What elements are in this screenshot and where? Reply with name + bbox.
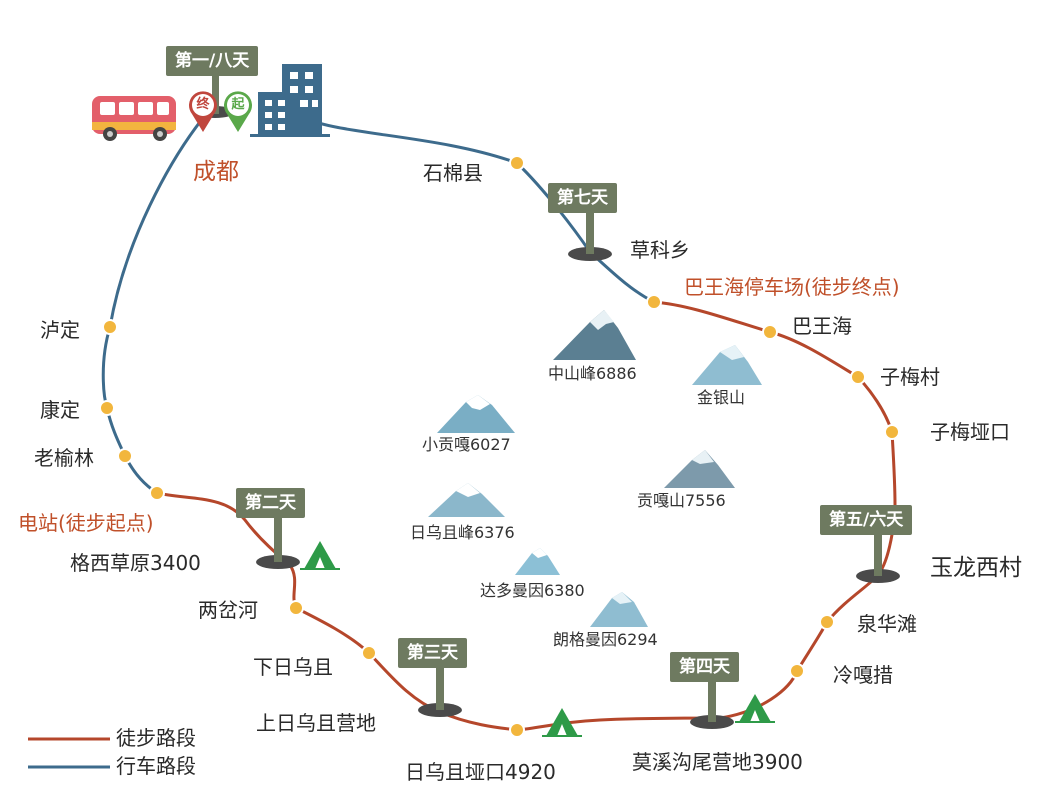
signpost-poles [195, 72, 900, 729]
start-pin-label: 起 [231, 97, 245, 112]
end-pin-label: 终 [196, 97, 210, 112]
peak-label-zhongshan: 中山峰6886 [548, 364, 637, 383]
mountain-icon-riwuqie-peak [428, 483, 505, 517]
stop-dot-laoyulin [117, 448, 133, 464]
peak-label-riwuqie-peak: 日乌且峰6376 [410, 523, 515, 542]
stop-dot-bawanghai [762, 324, 778, 340]
place-label-luding: 泸定 [40, 318, 80, 342]
stop-dot-power-station [149, 485, 165, 501]
place-label-bawanghai-parking: 巴王海停车场(徒步终点) [684, 275, 900, 299]
place-label-liangcha: 两岔河 [198, 598, 258, 622]
place-label-moxigou: 莫溪沟尾营地3900 [632, 750, 803, 774]
mountain-icon-zhongshan [553, 310, 636, 360]
mountain-icon-gongga [664, 450, 735, 488]
place-label-upper-riwuqie: 上日乌且营地 [256, 711, 376, 735]
peak-label-xiaogongga: 小贡嘎6027 [422, 435, 511, 454]
stop-dot-quanhuatan [819, 614, 835, 630]
stop-dot-bawanghai-parking [646, 294, 662, 310]
stop-dot-lower-riwuqie [361, 645, 377, 661]
city-buildings-icon [250, 64, 330, 137]
driving-route [101, 116, 655, 495]
place-label-shimian: 石棉县 [423, 161, 483, 185]
peak-label-daduomanyin: 达多曼因6380 [480, 581, 585, 600]
place-label-lower-riwuqie: 下日乌且 [253, 655, 333, 679]
day-sign-day4: 第四天 [670, 652, 739, 682]
stop-dot-liangcha [288, 600, 304, 616]
place-label-kangding: 康定 [40, 398, 80, 422]
day-sign-day3: 第三天 [398, 638, 467, 668]
stop-dot-lenggacuo [789, 663, 805, 679]
stop-dot-zimei-pass [884, 424, 900, 440]
peak-label-gongga: 贡嘎山7556 [637, 491, 726, 510]
place-label-caoke: 草科乡 [630, 238, 690, 262]
day-sign-day2: 第二天 [236, 488, 305, 518]
day-sign-day7: 第七天 [548, 183, 617, 213]
end-pin-icon [189, 91, 218, 132]
day-sign-day5-6: 第五/六天 [820, 505, 913, 535]
mountain-icon-jinyin [692, 345, 762, 385]
place-label-gexi: 格西草原3400 [70, 551, 201, 575]
peak-label-jinyin: 金银山 [697, 388, 746, 407]
bus-icon [92, 96, 176, 141]
place-label-quanhuatan: 泉华滩 [857, 612, 917, 636]
peak-label-langgemanyin: 朗格曼因6294 [553, 630, 658, 649]
stop-dot-zimei-village [850, 369, 866, 385]
tent-icon-moxigou [735, 694, 775, 723]
place-label-power-station: 电站(徒步起点) [18, 511, 154, 535]
start-pin-icon [224, 91, 252, 132]
tent-icon-gexi [300, 541, 340, 570]
day-sign-day1-8: 第一/八天 [166, 46, 259, 76]
stop-dot-luding [102, 319, 118, 335]
mountain-icon-daduomanyin [515, 548, 560, 575]
place-label-lenggacuo: 冷嘎措 [833, 663, 893, 687]
place-label-zimei-village: 子梅村 [880, 365, 940, 389]
city-label-chengdu: 成都 [193, 159, 239, 185]
place-label-riwuqie-pass: 日乌且垭口4920 [405, 760, 556, 784]
legend-label-driving: 行车路段 [116, 754, 196, 778]
stop-dot-riwuqie-pass [509, 722, 525, 738]
tent-icon-pass [542, 708, 582, 737]
place-label-bawanghai: 巴王海 [792, 314, 852, 338]
place-label-laoyulin: 老榆林 [34, 446, 94, 470]
stop-dot-kangding [99, 400, 115, 416]
legend-label-hiking: 徒步路段 [116, 726, 196, 750]
place-label-zimei-pass: 子梅垭口 [930, 420, 1010, 444]
place-label-yulongxi: 玉龙西村 [930, 555, 1022, 581]
stop-dot-shimian [509, 155, 525, 171]
mountain-icon-langgemanyin [590, 592, 648, 627]
mountain-icon-xiaogongga [437, 395, 515, 433]
